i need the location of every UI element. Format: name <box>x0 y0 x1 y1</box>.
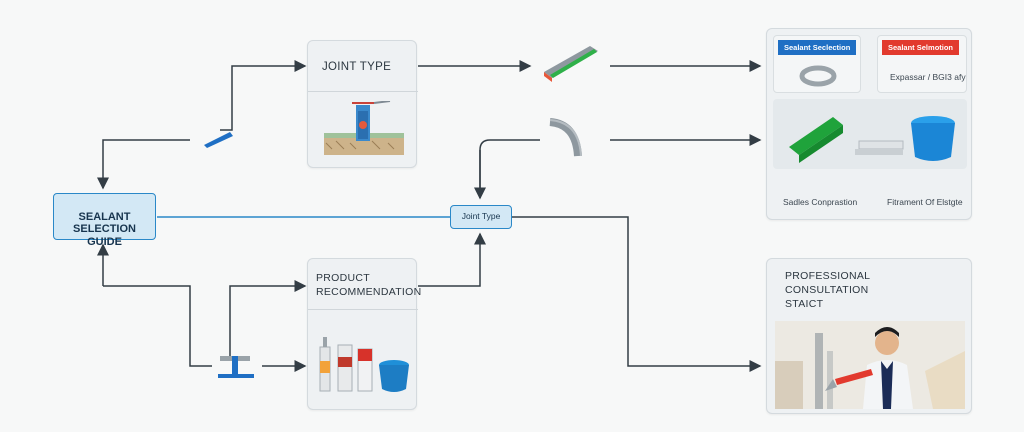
caption-sadles-conprastion: Sadles Conprastion <box>783 197 858 207</box>
consultant-illustration <box>775 321 965 409</box>
connector-to-product-card <box>229 280 307 360</box>
connector-beam-to-guide <box>97 139 190 190</box>
products-strip <box>773 99 967 169</box>
sealant-selection-panel: Sealant Seclection Sealant Selmotion Exp… <box>766 28 972 220</box>
guide-label: SEALANT SELECTION GUIDE <box>73 210 136 248</box>
connector-guide-to-bracket <box>103 285 212 367</box>
tag-sealant-selmotion: Sealant Selmotion <box>882 40 960 55</box>
card-divider <box>308 91 418 92</box>
professional-consultation-card[interactable]: PROFESSIONAL CONSULTATION STAICT <box>766 258 972 414</box>
joint-type-title: JOINT TYPE <box>322 61 392 73</box>
connector-chip-to-curve <box>479 139 540 198</box>
connector-product-to-chip <box>418 232 486 287</box>
consultant-photo <box>775 321 965 409</box>
selection-subcard-right[interactable]: Sealant Selmotion Expassar / BGI3 afy <box>877 35 967 93</box>
bracket-icon <box>218 356 254 378</box>
consultation-title: PROFESSIONAL CONSULTATION STAICT <box>785 270 871 310</box>
sealant-products-icon <box>319 337 409 392</box>
joint-type-chip[interactable]: Joint Type <box>450 205 512 229</box>
sealant-roll-icon <box>799 65 837 87</box>
product-recommendation-title: PRODUCT RECOMMENDATION <box>316 272 422 298</box>
selection-subcard-left[interactable]: Sealant Seclection <box>773 35 861 93</box>
curved-profile-icon <box>549 118 582 157</box>
expansion-text: Expassar / BGI3 afy <box>890 72 966 82</box>
profile-bar-icon <box>544 46 598 82</box>
caption-fitrament: Fitrament Of Elstgte <box>887 197 963 207</box>
joint-section-icon <box>324 101 404 155</box>
joint-type-card[interactable]: JOINT TYPE <box>307 40 418 168</box>
sealant-selection-guide-box[interactable]: SEALANT SELECTION GUIDE <box>53 193 156 248</box>
sealant-strip-icon <box>204 132 233 148</box>
product-recommendation-card[interactable]: PRODUCT RECOMMENDATION <box>307 258 421 410</box>
connector-chip-to-consultation <box>512 216 762 372</box>
joint-type-chip-label: Joint Type <box>461 211 501 221</box>
products-illustration <box>789 116 955 163</box>
tag-sealant-selection: Sealant Seclection <box>778 40 857 55</box>
connector-to-joint-type <box>220 60 307 131</box>
card-divider <box>308 309 418 310</box>
